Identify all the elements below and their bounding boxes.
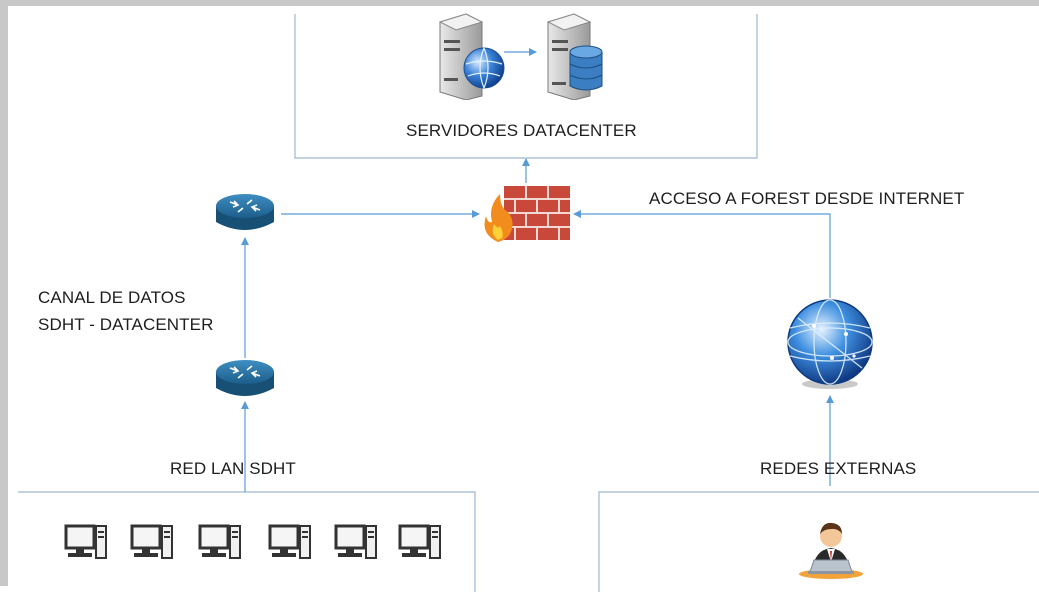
router-icon [216, 360, 274, 396]
desktop-computer-icon [268, 524, 311, 559]
desktop-computer-icon [130, 524, 173, 559]
external-networks-label: REDES EXTERNAS [760, 459, 917, 478]
lan-box [18, 491, 476, 592]
desktop-computer-icon [398, 524, 441, 559]
datacenter-label: SERVIDORES DATACENTER [406, 121, 637, 140]
database-server-icon [546, 13, 603, 100]
connectors-layer [18, 14, 1039, 592]
internet-access-label: ACCESO A FOREST DESDE INTERNET [649, 189, 965, 208]
firewall-icon [484, 186, 570, 242]
user-laptop-icon [799, 522, 863, 579]
desktop-computer-icon [334, 524, 377, 559]
lan-label: RED LAN SDHT [170, 459, 296, 478]
router-icon [216, 194, 274, 230]
web-server-icon [438, 13, 505, 100]
data-channel-label-line2: SDHT - DATACENTER [38, 315, 214, 334]
desktop-computer-icon [64, 524, 107, 559]
data-channel-label-line1: CANAL DE DATOS [38, 288, 186, 307]
external-networks-box [598, 491, 1039, 592]
desktop-computer-icon [198, 524, 241, 559]
globe-icon [787, 299, 873, 389]
internet-to-firewall-link [573, 210, 831, 298]
